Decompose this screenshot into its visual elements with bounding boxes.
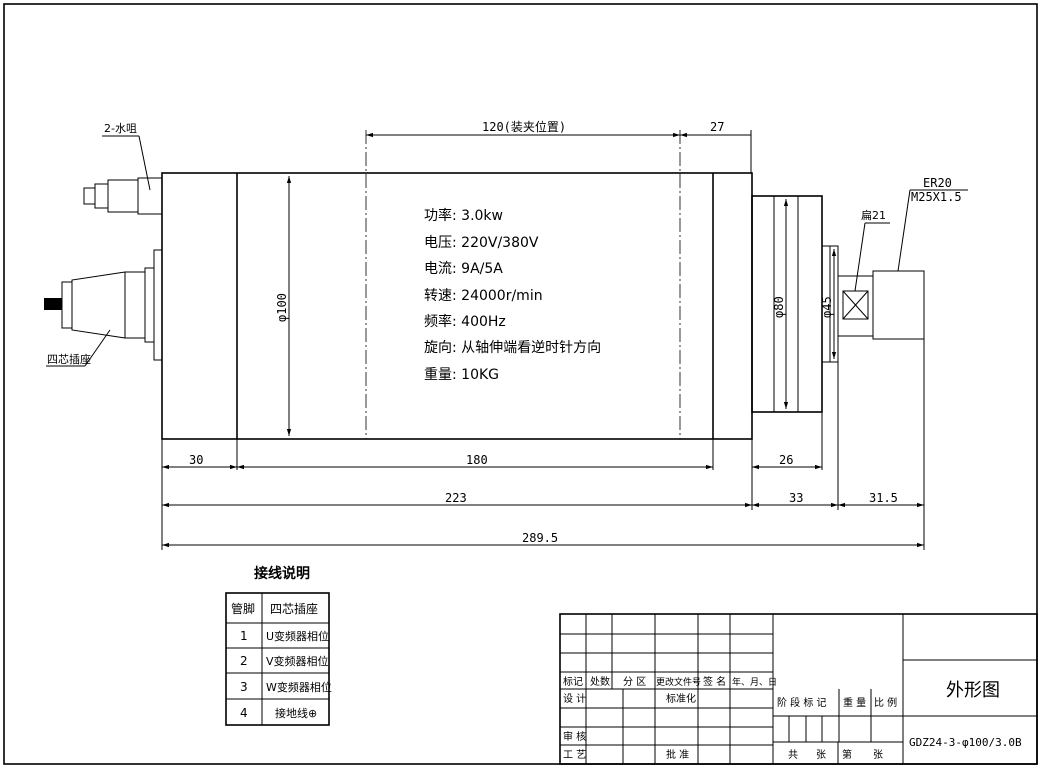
motor-body [161,130,753,440]
spec-power: 功率: 3.0kw [424,207,503,224]
tb-count: 处数 [590,675,610,688]
callout-water-nozzle: 2-水咀 [104,122,137,135]
tb-standardize: 标准化 [666,692,696,705]
spec-current: 电流: 9A/5A [424,261,503,277]
tb-sheet2: 张 [873,749,883,761]
tb-design: 设 计 [563,692,586,705]
dim-223: 223 [445,491,467,505]
spec-voltage: 电压: 220V/380V [424,235,539,251]
spec-weight: 重量: 10KG [424,367,499,383]
dim-phi45: φ45 [820,296,834,318]
wiring-pin-1: 1 [240,629,248,643]
dim-30: 30 [189,453,203,467]
dim-180: 180 [466,453,488,467]
dim-120: 120(装夹位置) [482,119,566,134]
wiring-table [225,592,330,726]
dim-phi80: φ80 [772,296,786,318]
tb-review: 审 核 [563,730,586,743]
spec-speed: 转速: 24000r/min [424,288,543,304]
wiring-desc-4: 接地线⊕ [275,706,317,720]
tb-total: 共 [788,749,798,761]
tb-zone: 分 区 [623,676,646,688]
front-nose [751,189,968,413]
tb-date: 年、月、日 [732,676,777,688]
tb-drawing-number: GDZ24-3-φ100/3.0B [909,736,1022,749]
tb-drawing-name: 外形图 [946,680,1000,701]
tb-scale: 比 例 [874,696,897,709]
tb-change-doc: 更改文件号 [656,676,701,688]
callout-collet-er: ER20 [923,176,952,190]
tb-signature: 签 名 [703,675,726,688]
tb-sheet: 张 [816,749,826,761]
tb-weight: 重 量 [843,696,866,709]
dim-26: 26 [779,453,793,467]
wiring-pin-4: 4 [240,706,248,720]
dim-31-5: 31.5 [869,491,898,505]
wiring-header-pin: 管脚 [231,601,255,616]
wiring-desc-1: U变频器相位 [266,629,329,643]
callout-collet-thread: M25X1.5 [911,190,962,204]
dim-33: 33 [789,491,803,505]
tb-page: 第 [842,748,852,761]
spec-list: 功率: 3.0kw 电压: 220V/380V 电流: 9A/5A 转速: 24… [424,207,601,383]
spec-frequency: 频率: 400Hz [424,313,506,330]
wiring-pin-2: 2 [240,654,248,668]
wiring-title: 接线说明 [254,565,310,582]
rear-connector [44,135,163,367]
tb-approve: 批 准 [666,748,689,761]
tb-mark: 标记 [563,676,583,688]
wiring-pin-3: 3 [240,680,248,694]
dim-289-5: 289.5 [522,531,558,545]
wiring-desc-2: V变频器相位 [266,654,329,668]
tb-stage-mark: 阶 段 标 记 [777,696,827,709]
spec-rotation: 旋向: 从轴伸端看逆时针方向 [424,340,601,356]
dim-27: 27 [710,120,724,134]
title-block-labels: 标记 处数 分 区 更改文件号 签 名 年、月、日 设 计 标准化 审 核 工 … [563,675,1022,761]
callout-flat: 扁21 [861,209,886,222]
wiring-desc-3: W变频器相位 [266,680,332,694]
dimension-lines [161,132,925,550]
callout-connector: 四芯插座 [47,352,91,366]
wiring-header-socket: 四芯插座 [270,601,318,616]
title-block [559,613,1038,765]
dim-phi100: φ100 [275,293,289,322]
sheet-border [3,3,1038,765]
tb-process: 工 艺 [563,749,586,761]
